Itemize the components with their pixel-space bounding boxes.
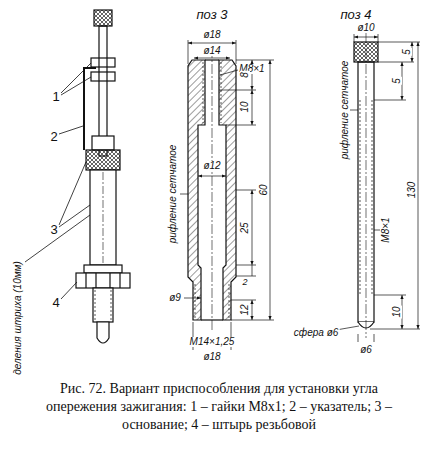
- callout-number: 1: [51, 90, 60, 103]
- base-dimensions: [180, 40, 274, 350]
- callout-number: 2: [49, 130, 58, 143]
- dimension-label: 130: [407, 181, 417, 200]
- dimension-label: ø14: [202, 46, 221, 56]
- dimension-label: ø6: [359, 345, 373, 355]
- dimension-label: 5: [392, 77, 402, 85]
- callout-number: 3: [49, 223, 58, 236]
- figure-caption: Рис. 72. Вариант приспособления для уста…: [34, 380, 404, 435]
- dimension-label: ø12: [202, 161, 221, 171]
- dimension-label: ø10: [356, 23, 375, 33]
- thread-label: M14×1,25: [189, 337, 236, 347]
- threaded-pin: [354, 32, 378, 338]
- scale-note: деления штриха (10мм): [13, 260, 23, 376]
- dimension-label: 8: [240, 71, 250, 79]
- dimension-label: 60: [259, 183, 269, 196]
- dimension-label: 12: [240, 303, 250, 316]
- dimension-label: ø18: [202, 352, 221, 362]
- dimension-label: 2: [241, 278, 248, 287]
- dimension-label: 25: [240, 221, 250, 234]
- dimension-label: ø18: [202, 30, 221, 40]
- dimension-label: ø9: [168, 293, 182, 303]
- knurl-note: рифление сетчатое: [340, 60, 350, 161]
- view-title: поз 3: [195, 8, 228, 21]
- dimension-label: 10: [240, 100, 250, 113]
- assembly-view: [76, 10, 130, 343]
- thread-label: M8×1: [381, 216, 391, 243]
- callout-number: 4: [51, 296, 60, 309]
- knurl-note: рифление сетчатое: [168, 144, 178, 245]
- leader-lines: [25, 63, 91, 299]
- dimension-label: сфера ø6: [293, 328, 340, 338]
- view-title: поз 4: [339, 8, 372, 21]
- dimension-label: 10: [392, 305, 402, 318]
- base-section: [188, 48, 236, 332]
- pin-dimensions: [336, 34, 420, 342]
- dimension-label: 5: [402, 48, 412, 56]
